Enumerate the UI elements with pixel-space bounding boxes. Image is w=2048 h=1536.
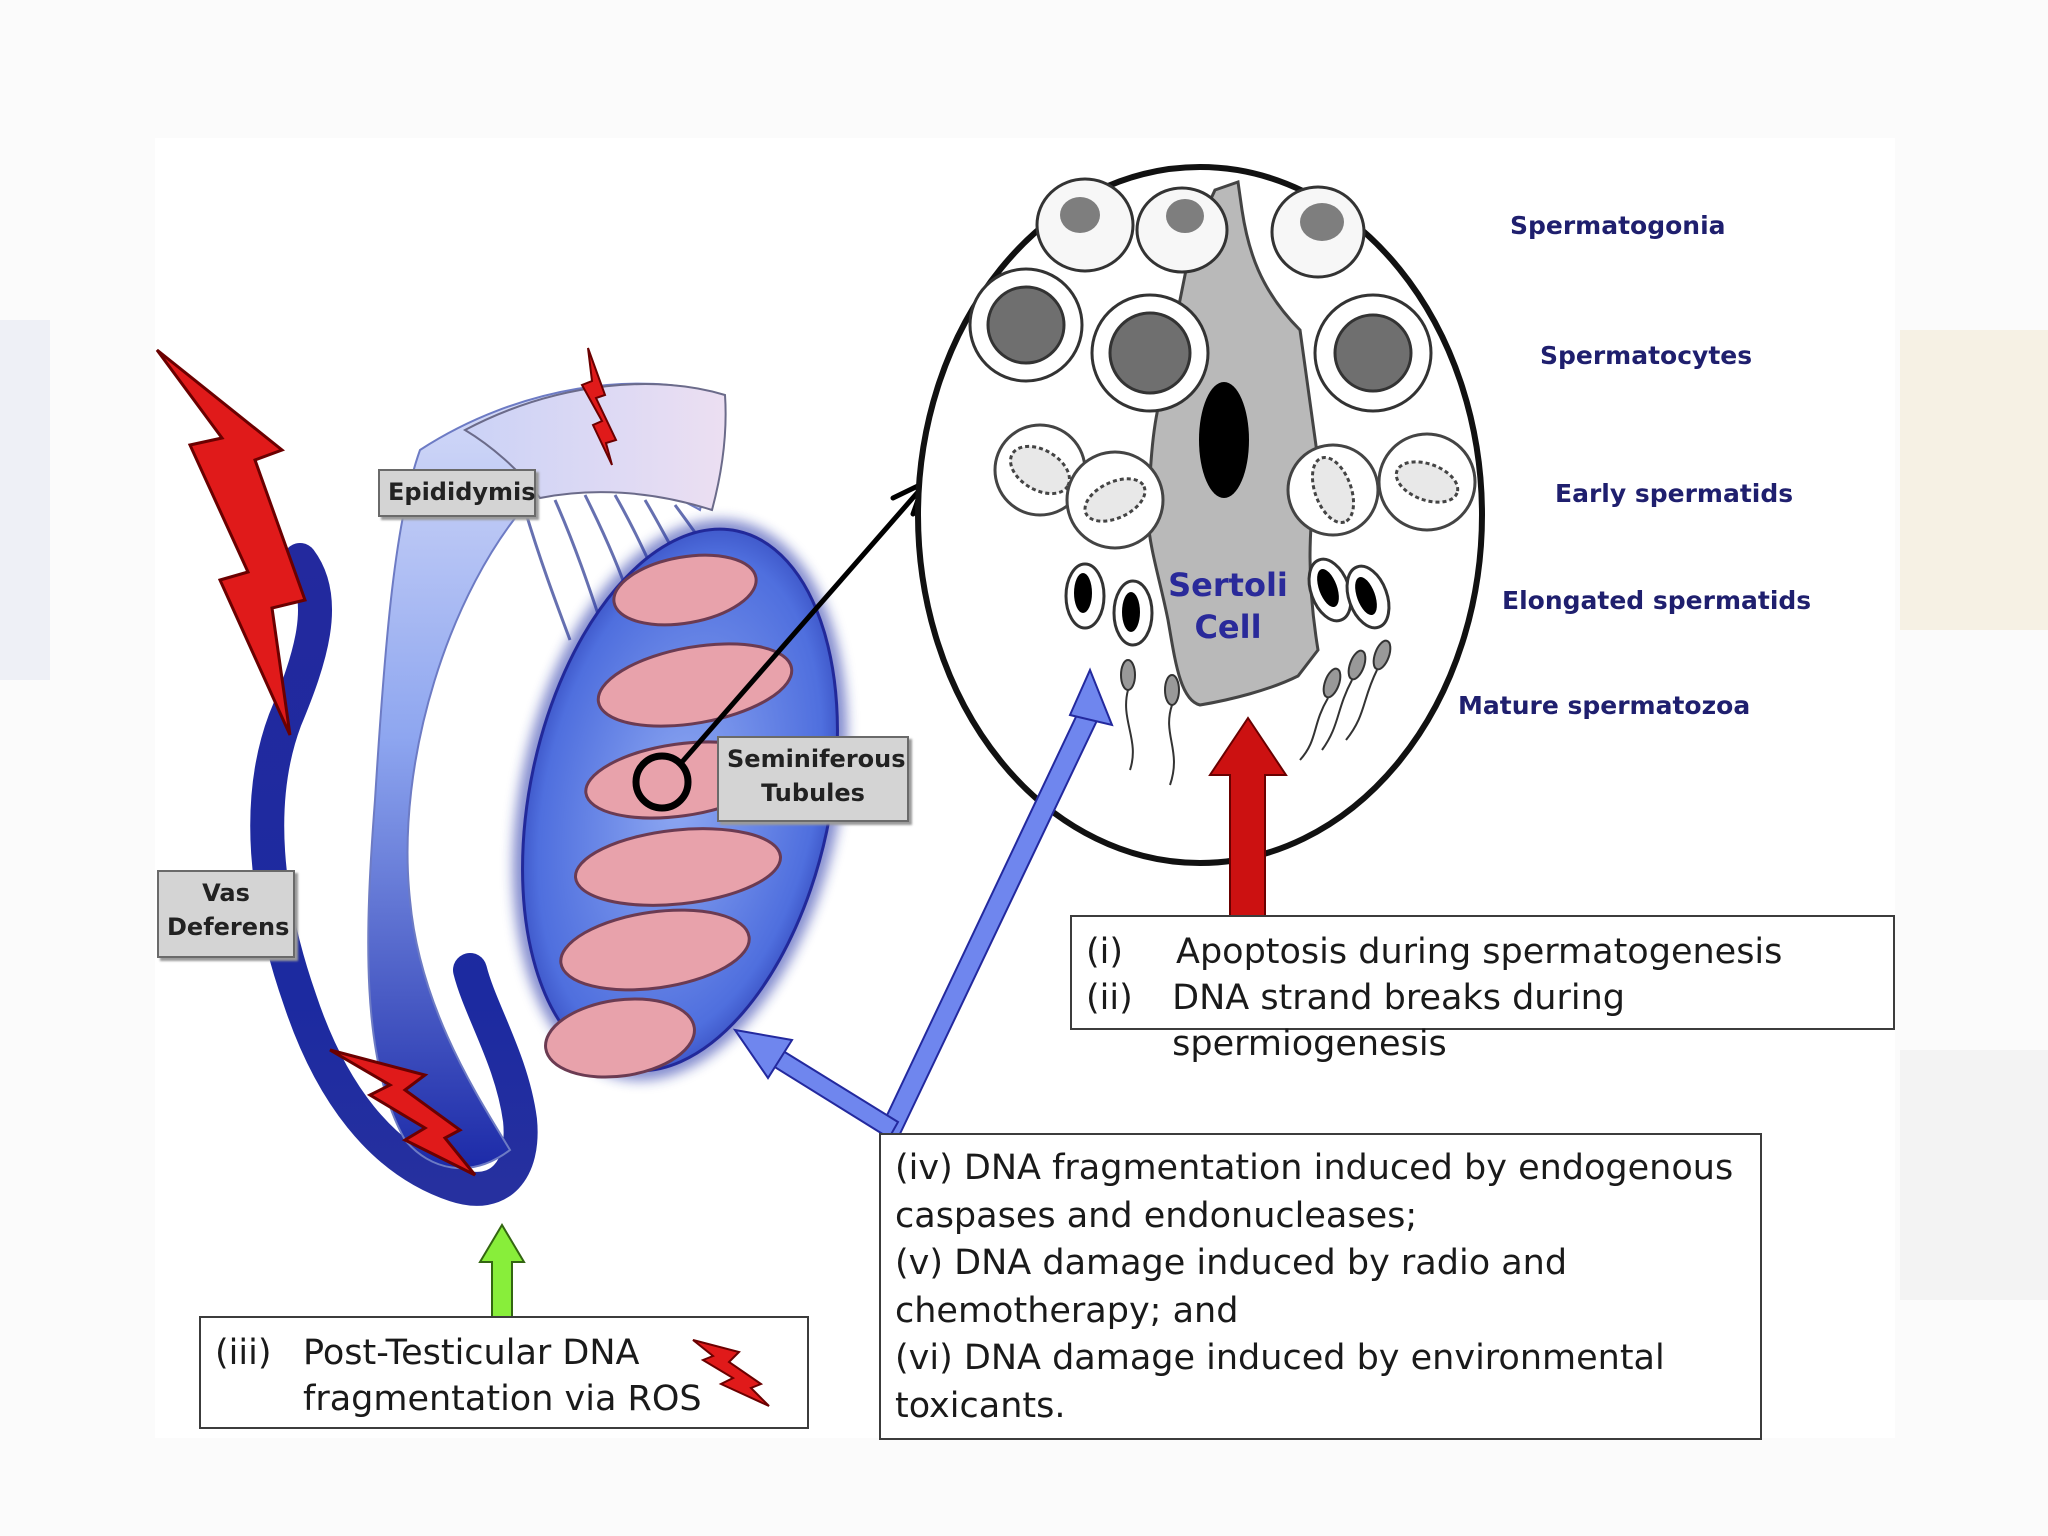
- box-line-text: DNA strand breaks during spermiogenesis: [1172, 978, 1626, 1064]
- box-line: fragmentation via ROS: [215, 1376, 793, 1422]
- box-line-text: caspases and endonucleases;: [895, 1195, 1418, 1236]
- cell-stage-label: Mature spermatozoa: [1458, 691, 1751, 720]
- early-spermatids: [993, 423, 1477, 550]
- vas-deferens-label-line: Vas: [202, 879, 250, 907]
- spermatozoon-head: [1347, 649, 1367, 681]
- spermatogonia: [1035, 177, 1366, 279]
- spermatogonium-nucleus: [1300, 203, 1344, 241]
- zoom-line: [680, 490, 920, 764]
- tubule: [559, 908, 751, 992]
- lightning-bolt-icon: [692, 1339, 770, 1407]
- sertoli-label-line: Cell: [1194, 608, 1262, 646]
- elongated-nucleus: [1074, 573, 1092, 613]
- box-line-text: toxicants.: [895, 1385, 1066, 1426]
- backdrop-strip-right: [1900, 330, 2048, 630]
- lightning-bolt-icon: [329, 1048, 477, 1177]
- cell-stage-label: Spermatogonia: [1510, 211, 1726, 240]
- box-line-number: (iii): [215, 1333, 272, 1373]
- seminiferous-tubules: [544, 553, 794, 1079]
- blue-arrowhead-icon: [732, 1028, 794, 1080]
- epididymis-label-text: Epididymis: [388, 478, 536, 506]
- spermatozoon-tail: [1168, 704, 1175, 786]
- seminiferous-label-line: Seminiferous: [727, 745, 906, 773]
- spermatocyte-nucleus: [986, 285, 1066, 365]
- box-line: (ii) DNA strand breaks during spermiogen…: [1086, 975, 1879, 1067]
- sertoli-label-line: Sertoli: [1168, 566, 1288, 604]
- spermatozoon-tail: [1125, 689, 1134, 771]
- lightning-bolt-icon: [580, 347, 618, 466]
- sertoli-cell-label: Sertoli Cell: [1158, 564, 1298, 648]
- spermatozoon-head: [1372, 639, 1392, 671]
- tubule: [612, 553, 758, 627]
- spermatozoon-tail: [1321, 679, 1353, 751]
- vas-deferens-tube: [250, 543, 538, 1206]
- spermatid-chromatin: [1083, 477, 1147, 523]
- up-arrow-icon: [478, 1223, 526, 1331]
- box-line: (iii) Post-Testicular DNA: [215, 1330, 793, 1376]
- blue-arrowhead-icon: [1068, 667, 1114, 727]
- spermatozoon-head: [1164, 674, 1180, 706]
- spermatocyte-nucleus: [1108, 311, 1192, 395]
- apoptosis-box: (i) Apoptosis during spermatogenesis (ii…: [1070, 915, 1895, 1064]
- box-line-text: (vi) DNA damage induced by environmental: [895, 1338, 1665, 1378]
- spermatozoon-tail: [1299, 697, 1329, 761]
- cell-stage-label: Elongated spermatids: [1502, 586, 1812, 615]
- sertoli-nucleus: [1199, 382, 1249, 498]
- tubule: [573, 827, 783, 907]
- elongated-nucleus: [1355, 576, 1377, 616]
- vas-deferens-label: Vas Deferens: [157, 870, 295, 958]
- lightning-bolt-icon: [155, 348, 307, 736]
- box-line-text: fragmentation via ROS: [303, 1379, 702, 1419]
- elongated-spermatids: [1064, 557, 1391, 647]
- seminiferous-tubules-label: Seminiferous Tubules: [717, 736, 909, 822]
- vas-deferens-label-line: Deferens: [167, 913, 290, 941]
- spermatogonium-nucleus: [1166, 199, 1204, 233]
- box-line-text: Post-Testicular DNA: [303, 1333, 640, 1373]
- spermatocyte-nucleus: [1333, 313, 1413, 393]
- spermatozoon-tail: [1345, 669, 1378, 741]
- blue-arrow-branch: [763, 1044, 900, 1140]
- box-line-text: Apoptosis during spermatogenesis: [1176, 932, 1783, 972]
- post-testicular-box: (iii) Post-Testicular DNA fragmentation …: [199, 1316, 809, 1429]
- backdrop-strip-right-low: [1900, 1050, 2048, 1300]
- spermatid-chromatin: [1394, 460, 1460, 504]
- tubule: [596, 642, 794, 728]
- spermatid-chromatin: [1310, 455, 1356, 525]
- mature-spermatozoa: [1120, 639, 1392, 786]
- blue-arrow-shaft: [878, 700, 1103, 1140]
- backdrop-strip-left: [0, 320, 50, 680]
- dna-damage-box: (iv) DNA fragmentation induced by endoge…: [879, 1133, 1762, 1440]
- box-line-text: (v) DNA damage induced by radio and: [895, 1243, 1568, 1283]
- spermatozoon-head: [1322, 667, 1342, 699]
- spermatozoon-head: [1120, 659, 1136, 691]
- zoom-marker: [632, 752, 692, 812]
- cell-stage-label: Early spermatids: [1555, 479, 1794, 508]
- epididymis-label: Epididymis: [378, 469, 536, 517]
- box-line-number: (i): [1086, 932, 1124, 972]
- elongated-nucleus: [1122, 592, 1140, 632]
- elongated-nucleus: [1317, 568, 1339, 608]
- seminiferous-label-line: Tubules: [761, 779, 865, 807]
- box-line: (i) Apoptosis during spermatogenesis: [1086, 929, 1879, 975]
- tubule: [544, 997, 696, 1079]
- box-line-number: (ii): [1086, 978, 1133, 1018]
- box-line-text: (iv) DNA fragmentation induced by endoge…: [895, 1148, 1734, 1188]
- spermatocytes: [968, 267, 1433, 413]
- up-arrow-icon: [1208, 716, 1288, 931]
- box-line-text: chemotherapy; and: [895, 1290, 1239, 1331]
- cell-stage-label: Spermatocytes: [1540, 341, 1753, 370]
- spermatogonium-nucleus: [1060, 197, 1100, 233]
